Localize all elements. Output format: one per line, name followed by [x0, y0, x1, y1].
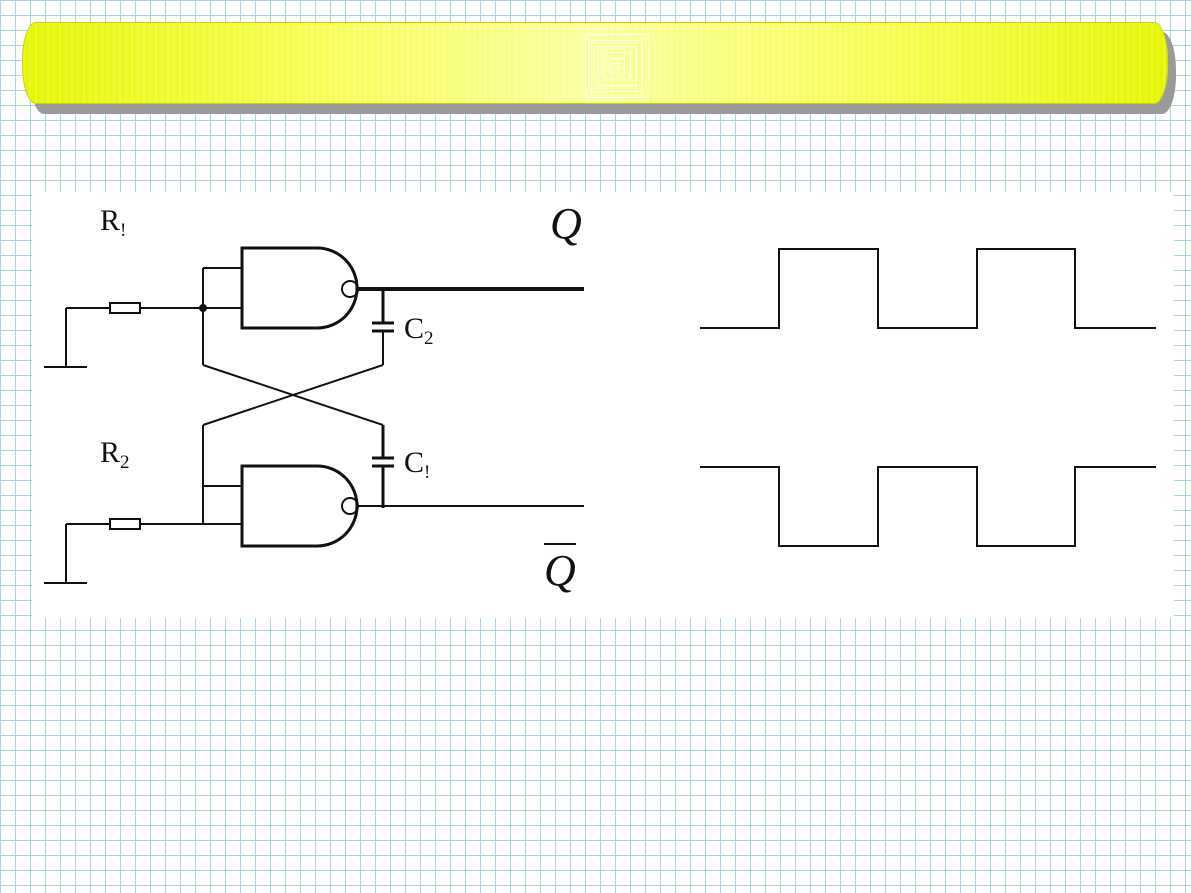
label-q-bar: Q — [544, 543, 576, 593]
banner-ornament — [584, 33, 650, 99]
waveform-q — [700, 248, 1156, 329]
label-q: Q — [550, 199, 582, 248]
resistor-r1 — [109, 302, 141, 314]
label-r2: R2 — [100, 436, 130, 473]
nand-gate-upper — [240, 246, 359, 330]
label-c2: C2 — [404, 312, 434, 349]
label-r1: R! — [100, 204, 127, 241]
label-c1: C! — [404, 446, 431, 483]
title-banner — [22, 22, 1168, 104]
nand-gate-lower — [240, 464, 359, 548]
circuit-diagram — [44, 246, 1156, 584]
figure-panel: R! R2 C2 C! Q Q — [32, 192, 1174, 618]
wire-cross-2 — [202, 364, 384, 426]
resistor-r2 — [109, 518, 141, 530]
waveform-qbar — [700, 466, 1156, 547]
